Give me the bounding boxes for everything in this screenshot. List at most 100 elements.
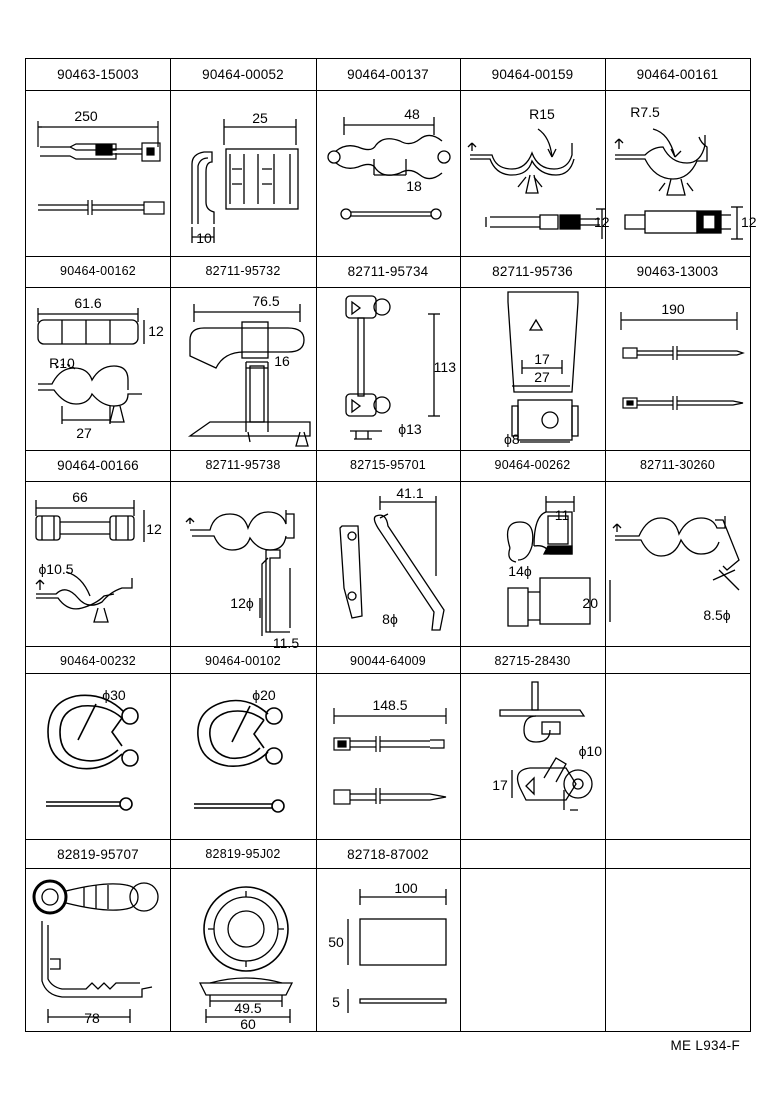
dimension-label: 49.5 (234, 1000, 261, 1016)
dimension-label: 14ϕ (508, 563, 532, 579)
part-cell: 82715-95701 41.1 8ϕ (316, 450, 460, 646)
dimension-label: R15 (529, 106, 555, 122)
dimension-label: 25 (252, 110, 268, 126)
part-cell: 82715-28430 ϕ10 17 (460, 646, 605, 839)
column-divider (605, 59, 606, 1031)
dimension-label: 18 (406, 178, 422, 194)
dimension-label: 11.5 (273, 635, 299, 651)
dimension-label: 66 (72, 489, 88, 505)
bracket-drawing: 41.1 8ϕ (339, 485, 445, 631)
dimension-label: 11 (555, 507, 570, 523)
part-cell: 90044-64009 148.5 (316, 646, 460, 839)
part-number: 90464-00232 (60, 654, 136, 668)
dimension-label: 20 (582, 595, 598, 611)
dimension-label: ϕ8 (504, 431, 520, 447)
part-number: 90463-13003 (636, 264, 719, 279)
dimension-label: 8ϕ (382, 611, 398, 627)
dimension-label: R7.5 (630, 104, 660, 120)
part-number: 90044-64009 (350, 654, 426, 668)
part-number: 82819-95707 (57, 847, 139, 862)
dimension-label: ϕ13 (398, 421, 422, 437)
part-number: 90464-00166 (57, 458, 139, 473)
cable-tie-drawing: 148.5 (333, 697, 447, 805)
column-divider (316, 59, 317, 1031)
dimension-label: 12 (741, 214, 757, 230)
dimension-label: 78 (84, 1010, 100, 1026)
row-divider (26, 450, 750, 451)
dimension-label: 148.5 (372, 697, 407, 713)
grommet-drawing: 49.5 60 (198, 886, 294, 1032)
clamp-drawing: 17 27 ϕ8 (504, 291, 579, 447)
part-number: 90464-00161 (636, 67, 719, 82)
part-cell: 90464-00232 ϕ30 (26, 646, 170, 839)
row-divider (26, 90, 750, 91)
empty-cell (605, 839, 750, 1031)
part-cell: 82711-30260 8.5ϕ (605, 450, 750, 646)
part-number: 82718-87002 (347, 847, 429, 862)
dimension-label: 10 (196, 230, 212, 246)
part-cell: 82711-95738 12ϕ 11.5 (170, 450, 316, 651)
part-cell: 90463-13003 190 (605, 256, 750, 450)
part-cell: 82819-95J02 49.5 60 (170, 839, 316, 1032)
clamp-drawing: R7.5 12 (614, 104, 757, 240)
part-cell: 82819-95707 78 (26, 839, 170, 1031)
clip-drawing: ϕ30 (46, 687, 139, 811)
dimension-label: 16 (274, 353, 290, 369)
clamp-drawing: R15 12 (467, 106, 610, 239)
row-divider (26, 481, 750, 482)
clamp-drawing: 48 18 (327, 106, 451, 220)
part-number: 90464-00052 (202, 67, 284, 82)
part-cell: 90464-00159 R15 12 (460, 59, 610, 256)
part-number: 90464-00262 (494, 458, 571, 472)
part-cell: 90464-00102 ϕ20 (170, 646, 316, 839)
dimension-label: 60 (240, 1016, 256, 1032)
column-divider (460, 59, 461, 1031)
dimension-label: ϕ10.5 (38, 561, 73, 577)
dimension-label: 12 (148, 323, 164, 339)
row-divider (26, 868, 750, 869)
row-divider (26, 646, 750, 647)
column-divider (170, 59, 171, 1031)
empty-cell (605, 646, 750, 839)
clip-drawing: ϕ20 (194, 687, 285, 813)
parts-table: 90463-15003 250 90464-00052 (25, 58, 757, 1032)
dimension-label: 27 (76, 425, 92, 441)
cable-tie-drawing: 190 (620, 301, 745, 410)
dimension-label: 250 (74, 108, 98, 124)
dimension-label: 8.5ϕ (703, 607, 730, 623)
part-cell: 82711-95736 17 27 ϕ8 (460, 256, 605, 450)
dimension-label: ϕ30 (102, 687, 126, 703)
tape-drawing: 100 50 5 (328, 880, 447, 1013)
dimension-label: 41.1 (396, 485, 423, 501)
dimension-label: 50 (328, 934, 344, 950)
dimension-label: R10 (49, 355, 75, 371)
dimension-label: 17 (534, 351, 550, 367)
dimension-label: 61.6 (74, 295, 101, 311)
part-cell: 82711-95732 76.5 16 (170, 256, 316, 450)
dimension-label: ϕ10 (579, 743, 603, 759)
row-divider (26, 287, 750, 288)
part-cell: 82711-95734 113 ϕ13 (316, 256, 460, 450)
empty-cell (460, 839, 605, 1031)
clamp-drawing: 11 14ϕ 20 (506, 496, 611, 627)
part-cell: 90464-00052 25 10 (170, 59, 316, 256)
part-number: 90464-00159 (491, 67, 574, 82)
dimension-label: 17 (492, 777, 508, 793)
part-number: 82711-30260 (640, 458, 715, 472)
clip-drawing: ϕ10 17 (492, 681, 603, 811)
part-cell: 90464-00262 11 14ϕ 20 (460, 450, 611, 646)
part-number: 82715-28430 (494, 654, 571, 668)
clamp-drawing: 76.5 16 (187, 293, 311, 447)
drawing-code: ME L934-F (670, 1038, 740, 1053)
dimension-label: 12 (594, 214, 610, 230)
part-cell: 90464-00161 R7.5 12 (605, 59, 757, 256)
row-divider (26, 839, 750, 840)
row-divider (26, 256, 750, 257)
dimension-label: 190 (661, 301, 685, 317)
part-number: 82819-95J02 (205, 847, 281, 861)
row-divider (26, 673, 750, 674)
clamp-drawing: 66 12 ϕ10.5 (35, 489, 162, 623)
dimension-label: 113 (434, 359, 457, 375)
dimension-label: 48 (404, 106, 420, 122)
cable-tie-drawing: 250 (37, 108, 165, 215)
